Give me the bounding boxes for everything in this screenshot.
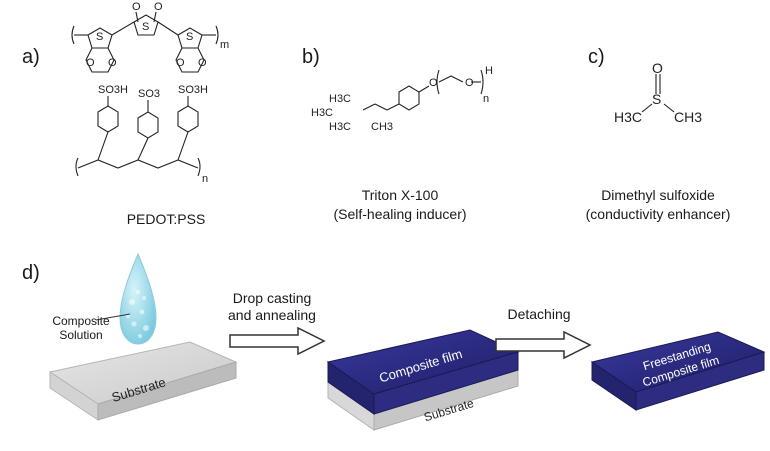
so3h-label-1: SO3H bbox=[98, 84, 128, 96]
oxygen-atom-triton-1: O bbox=[429, 77, 438, 89]
arrow-detaching bbox=[495, 330, 592, 360]
oxygen-atom-5: O bbox=[176, 57, 185, 69]
pedot-pss-structure: S S S O O O O O O m SO3H SO3 SO3H n bbox=[71, 1, 229, 185]
benzene-ring-triton bbox=[398, 85, 420, 111]
oxygen-atom-4: O bbox=[108, 57, 117, 69]
benzene-ring-2 bbox=[137, 111, 159, 139]
oxygen-atom-3: O bbox=[86, 57, 95, 69]
panel-label-d: d) bbox=[22, 262, 40, 284]
caption-dmso: Dimethyl sulfoxide (conductivity enhance… bbox=[573, 186, 743, 224]
composite-film-on-substrate: Composite film Substrate bbox=[326, 329, 520, 431]
step1-label: Drop casting and annealing bbox=[222, 290, 322, 324]
thiophene-ring-right bbox=[177, 27, 203, 49]
so3h-label-2: SO3H bbox=[178, 84, 208, 96]
oxygen-atom-dmso: O bbox=[652, 60, 663, 76]
solution-pointer-line bbox=[95, 313, 131, 321]
h3c-label-dmso: H3C bbox=[614, 109, 642, 125]
freestanding-film: Freestanding Composite film bbox=[590, 331, 766, 411]
sulfur-atom-center: S bbox=[142, 21, 149, 33]
caption-pedot-pss: PEDOT:PSS bbox=[126, 211, 206, 227]
benzene-ring-3 bbox=[177, 105, 199, 133]
so3-minus-label: SO3 bbox=[138, 88, 160, 100]
oxygen-atom-6: O bbox=[198, 57, 207, 69]
hydrogen-terminal: H bbox=[485, 65, 493, 77]
ch3-label-dmso: CH3 bbox=[674, 109, 702, 125]
substrate-plate: Substrate bbox=[48, 341, 238, 421]
caption-triton-line1: Triton X-100 bbox=[361, 187, 439, 203]
oxygen-atom-1: O bbox=[132, 1, 141, 13]
subscript-n-pss: n bbox=[202, 173, 208, 185]
ch3-label-triton: CH3 bbox=[371, 121, 393, 133]
thiophene-ring-left bbox=[87, 27, 113, 49]
sulfur-atom-right: S bbox=[186, 31, 193, 43]
benzene-ring-1 bbox=[97, 105, 119, 133]
step1-label-line1: Drop casting bbox=[232, 290, 312, 306]
h3c-label-2: H3C bbox=[311, 107, 333, 119]
subscript-m: m bbox=[220, 39, 229, 51]
h3c-label-1: H3C bbox=[329, 93, 351, 105]
panel-label-a: a) bbox=[22, 46, 40, 68]
panel-label-c: c) bbox=[588, 46, 605, 68]
composite-solution-label-line2: Solution bbox=[59, 328, 103, 342]
caption-triton-line2: (Self-healing inducer) bbox=[333, 206, 467, 222]
h3c-label-3: H3C bbox=[329, 121, 351, 133]
oxygen-atom-2: O bbox=[154, 1, 163, 13]
sulfur-atom-left: S bbox=[96, 31, 103, 43]
step1-label-line2: and annealing bbox=[228, 307, 316, 323]
triton-x100-structure: O O H n H3C H3C H3C CH3 bbox=[311, 65, 493, 133]
caption-dmso-line2: (conductivity enhancer) bbox=[585, 206, 731, 222]
composite-solution-label: Composite Solution bbox=[46, 314, 116, 342]
panel-label-b: b) bbox=[302, 46, 320, 68]
composite-solution-label-line1: Composite bbox=[52, 314, 110, 328]
thiophene-ring-center bbox=[133, 14, 159, 36]
caption-triton: Triton X-100 (Self-healing inducer) bbox=[315, 186, 485, 224]
sulfur-atom-dmso: S bbox=[652, 91, 661, 107]
step2-label: Detaching bbox=[507, 306, 571, 322]
dmso-structure: O S H3C CH3 bbox=[614, 60, 702, 125]
composite-droplet bbox=[119, 252, 157, 345]
caption-dmso-line1: Dimethyl sulfoxide bbox=[601, 187, 715, 203]
subscript-n-triton: n bbox=[483, 93, 489, 105]
arrow-drop-casting bbox=[229, 326, 326, 356]
oxygen-atom-triton-2: O bbox=[465, 77, 474, 89]
